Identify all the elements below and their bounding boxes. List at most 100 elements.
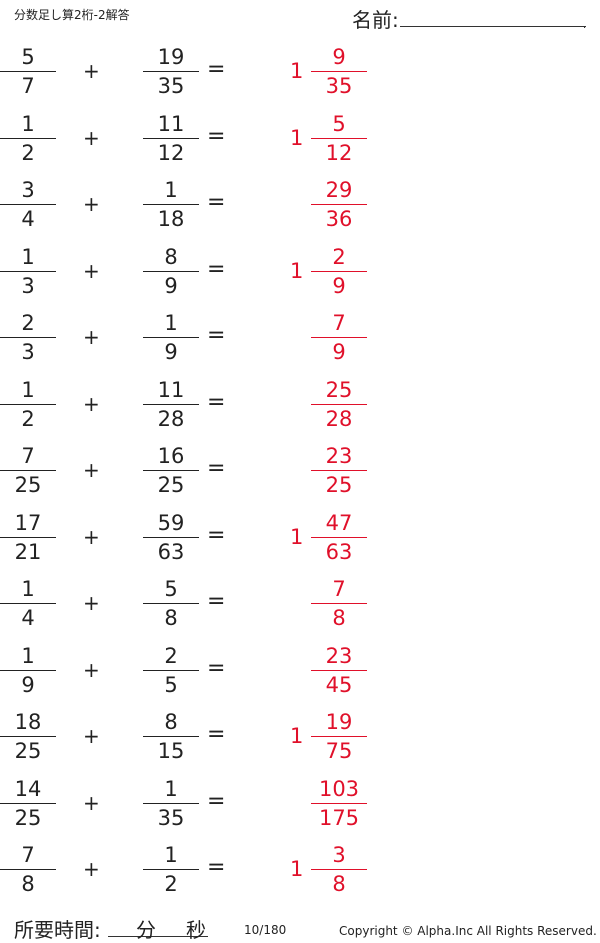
page-number: 10/180 xyxy=(244,923,287,937)
fraction-bar xyxy=(143,869,199,870)
answer-whole-number: 1 xyxy=(290,724,304,748)
equals-sign: = xyxy=(207,523,226,548)
denominator: 25 xyxy=(157,473,185,497)
numerator: 59 xyxy=(157,511,185,535)
fraction-bar xyxy=(0,803,56,804)
equals-sign: = xyxy=(207,190,226,215)
denominator: 28 xyxy=(157,407,185,431)
numerator: 1 xyxy=(164,777,178,801)
numerator: 1 xyxy=(164,311,178,335)
numerator: 11 xyxy=(157,112,185,136)
numerator: 3 xyxy=(21,178,35,202)
numerator: 11 xyxy=(157,378,185,402)
fraction-bar xyxy=(0,404,56,405)
answer-numerator: 9 xyxy=(332,45,346,69)
answer-denominator: 28 xyxy=(325,407,353,431)
name-field-line[interactable] xyxy=(400,26,586,27)
denominator: 2 xyxy=(21,141,35,165)
fraction-bar xyxy=(0,869,56,870)
denominator: 2 xyxy=(21,407,35,431)
fraction-bar xyxy=(143,603,199,604)
denominator: 18 xyxy=(157,207,185,231)
fraction-bar xyxy=(311,803,367,804)
numerator: 7 xyxy=(21,843,35,867)
denominator: 12 xyxy=(157,141,185,165)
equals-sign: = xyxy=(207,124,226,149)
numerator: 19 xyxy=(157,45,185,69)
equals-sign: = xyxy=(207,656,226,681)
time-label: 所要時間: xyxy=(14,918,101,942)
answer-numerator: 19 xyxy=(325,710,353,734)
fraction-bar xyxy=(0,271,56,272)
answer-numerator: 5 xyxy=(332,112,346,136)
fraction-bar xyxy=(311,470,367,471)
denominator: 4 xyxy=(21,606,35,630)
numerator: 1 xyxy=(21,577,35,601)
numerator: 7 xyxy=(21,444,35,468)
fraction-bar xyxy=(0,204,56,205)
answer-denominator: 9 xyxy=(332,340,346,364)
fraction-bar xyxy=(143,470,199,471)
numerator: 8 xyxy=(164,710,178,734)
fraction-bar xyxy=(143,271,199,272)
numerator: 1 xyxy=(164,843,178,867)
answer-numerator: 103 xyxy=(318,777,360,801)
answer-denominator: 9 xyxy=(332,274,346,298)
equals-sign: = xyxy=(207,257,226,282)
plus-sign: + xyxy=(83,259,100,283)
fraction-bar xyxy=(311,603,367,604)
answer-denominator: 75 xyxy=(325,739,353,763)
denominator: 63 xyxy=(157,540,185,564)
plus-sign: + xyxy=(83,192,100,216)
answer-whole-number: 1 xyxy=(290,59,304,83)
answer-whole-number: 1 xyxy=(290,525,304,549)
numerator: 1 xyxy=(21,644,35,668)
plus-sign: + xyxy=(83,857,100,881)
plus-sign: + xyxy=(83,724,100,748)
fraction-bar xyxy=(311,736,367,737)
plus-sign: + xyxy=(83,325,100,349)
name-label: 名前: xyxy=(352,8,399,32)
plus-sign: + xyxy=(83,525,100,549)
time-field-line[interactable] xyxy=(108,936,208,937)
seconds-unit: 秒 xyxy=(186,918,206,942)
answer-numerator: 2 xyxy=(332,245,346,269)
answer-numerator: 47 xyxy=(325,511,353,535)
fraction-bar xyxy=(311,204,367,205)
numerator: 2 xyxy=(164,644,178,668)
fraction-bar xyxy=(0,470,56,471)
numerator: 5 xyxy=(21,45,35,69)
plus-sign: + xyxy=(83,458,100,482)
equals-sign: = xyxy=(207,722,226,747)
fraction-bar xyxy=(311,670,367,671)
denominator: 8 xyxy=(21,872,35,896)
fraction-bar xyxy=(311,71,367,72)
numerator: 16 xyxy=(157,444,185,468)
fraction-bar xyxy=(311,138,367,139)
